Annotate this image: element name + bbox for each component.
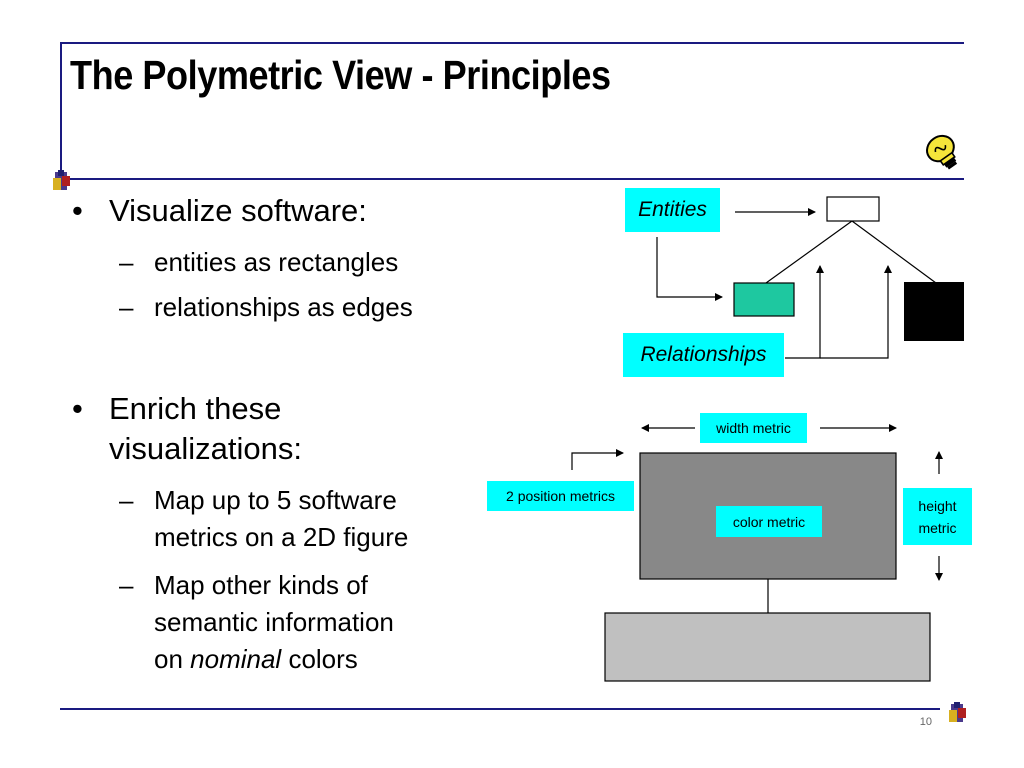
dash-symbol: – [119,247,134,277]
height-label-line-1: height [918,497,957,514]
root-node [826,196,880,222]
sub-bullet-text-pre: on [154,644,191,674]
height-label-line-2: metric [918,519,957,536]
entities-to-teal-arrow [656,237,723,301]
entities-label: Entities [625,188,720,232]
bullet-text: Visualize software: [109,193,367,228]
teal-node [733,282,795,317]
height-metric-label: height metric [903,488,972,545]
logo-icon [53,170,70,190]
bullet-symbol: • [72,391,83,426]
position-metrics-label: 2 position metrics [487,481,634,511]
header-bottom-rule [60,178,964,180]
bullet-symbol: • [72,193,83,228]
sub-bullet-text: entities as rectangles [154,247,399,277]
sub-bullet-text: Map other kinds of [154,570,368,600]
sub-bullet-text: metrics on a 2D figure [154,522,409,552]
width-metric-label: width metric [700,413,807,443]
top-rule [60,42,964,44]
color-metric-label: color metric [716,506,822,537]
dash-symbol: – [119,292,134,322]
sub-bullet-text: relationships as edges [154,292,413,322]
relationships-label: Relationships [623,333,784,377]
dash-symbol: – [119,485,134,515]
footer-logo-icon [949,702,966,722]
sub-bullet-text: semantic information [154,607,394,637]
left-vertical-rule [60,42,62,180]
bottom-rect [604,612,931,682]
page-number: 10 [919,716,932,728]
nominal-emphasis: nominal [190,644,282,674]
position-arrow [571,449,624,470]
lightbulb-icon [926,134,958,170]
sub-bullet-text-post: colors [281,644,358,674]
footer-rule [60,708,940,710]
bullet-text: Enrich these [109,391,282,426]
sub-bullet-text: on nominal colors [154,641,358,677]
edge-root-black [851,220,937,284]
slide-title: The Polymetric View - Principles [70,52,611,98]
relationships-arrow-2 [820,265,892,359]
sub-bullet-text: Map up to 5 software [154,485,397,515]
edge-root-teal [765,220,853,284]
black-node [904,282,964,341]
bullet-text: visualizations: [109,431,302,466]
dash-symbol: – [119,570,134,600]
